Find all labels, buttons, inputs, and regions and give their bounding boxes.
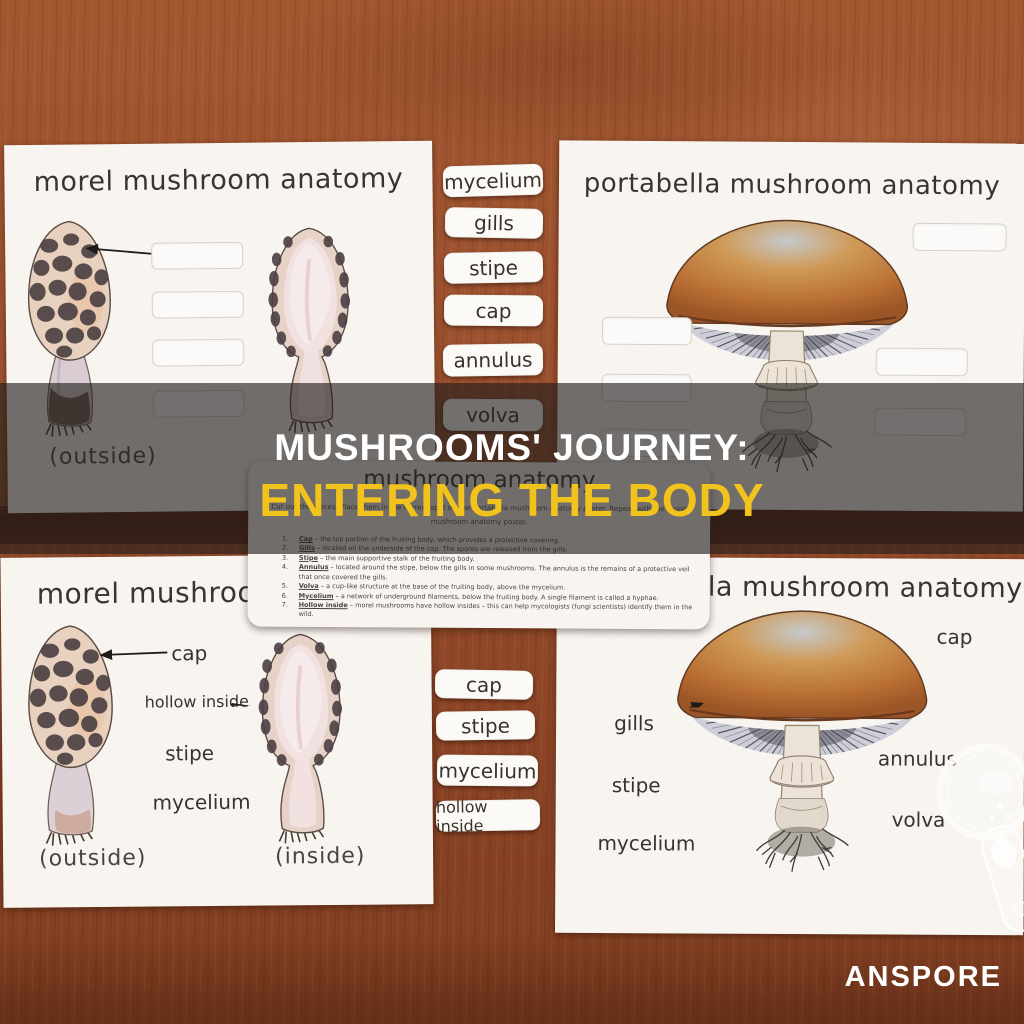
card-title: morel mushroom anatomy (33, 163, 404, 198)
chip-cap: cap (443, 294, 544, 327)
label-mycelium: mycelium (597, 830, 696, 856)
label-stipe: stipe (165, 741, 215, 766)
chip-mycelium: mycelium (436, 754, 539, 787)
blank-label-slot (152, 338, 245, 367)
label-cap: cap (936, 624, 973, 649)
caption-outside: (outside) (39, 845, 147, 872)
chip-cap: cap (434, 669, 534, 700)
chip-stipe: stipe (443, 251, 544, 284)
portabella-illustration (677, 610, 928, 872)
portabella-anatomy-card-labeled: portabella mushroom anatomy (555, 556, 1024, 936)
chip-stipe: stipe (435, 710, 536, 741)
magnifying-glass (936, 743, 1024, 933)
label-mycelium: mycelium (152, 789, 251, 815)
list-item: 4.Annulus – located around the stipe, be… (281, 563, 690, 582)
chip-label: cap (465, 672, 503, 697)
label-stipe: stipe (611, 773, 661, 798)
morel-anatomy-card-blank: morel mushroom anatomy (4, 140, 436, 514)
overlay-title-line2: ENTERING THE BODY (259, 474, 765, 526)
chip-label: cap (475, 298, 512, 323)
label-cap: cap (171, 641, 208, 666)
chip-label: hollow inside (435, 796, 488, 836)
chip-label: stipe (460, 713, 511, 738)
title-overlay-banner: MUSHROOMS' JOURNEY: ENTERING THE BODY (0, 383, 1024, 554)
morel-inside-illustration (258, 633, 342, 844)
label-gills: gills (614, 711, 654, 736)
morel-inside-illustration (268, 227, 351, 434)
blank-label-slot (601, 316, 693, 346)
chip-label: mycelium (443, 167, 543, 194)
chip-annulus: annulus (442, 343, 544, 377)
morel-outside-illustration (28, 625, 113, 846)
chip-hollow-inside: hollow inside (436, 797, 541, 835)
chip-label: mycelium (438, 757, 537, 784)
chip-label: stipe (468, 255, 519, 280)
blank-label-slot (875, 347, 968, 377)
blank-label-slot (151, 241, 244, 270)
chip-gills: gills (444, 207, 544, 239)
chip-mycelium: mycelium (442, 163, 544, 198)
label-hollow-inside: hollow inside (144, 691, 249, 712)
list-item: 7.Hollow inside – morel mushrooms have h… (281, 600, 693, 619)
blank-label-slot (151, 290, 244, 319)
caption-inside: (inside) (274, 843, 366, 870)
card-title: portabella mushroom anatomy (583, 168, 1001, 202)
chip-label: gills (473, 210, 515, 236)
overlay-title-line1: MUSHROOMS' JOURNEY: (274, 427, 750, 468)
chip-label: annulus (453, 347, 533, 373)
brand-watermark: ANSPORE (844, 961, 1002, 993)
blank-label-slot (912, 222, 1007, 252)
